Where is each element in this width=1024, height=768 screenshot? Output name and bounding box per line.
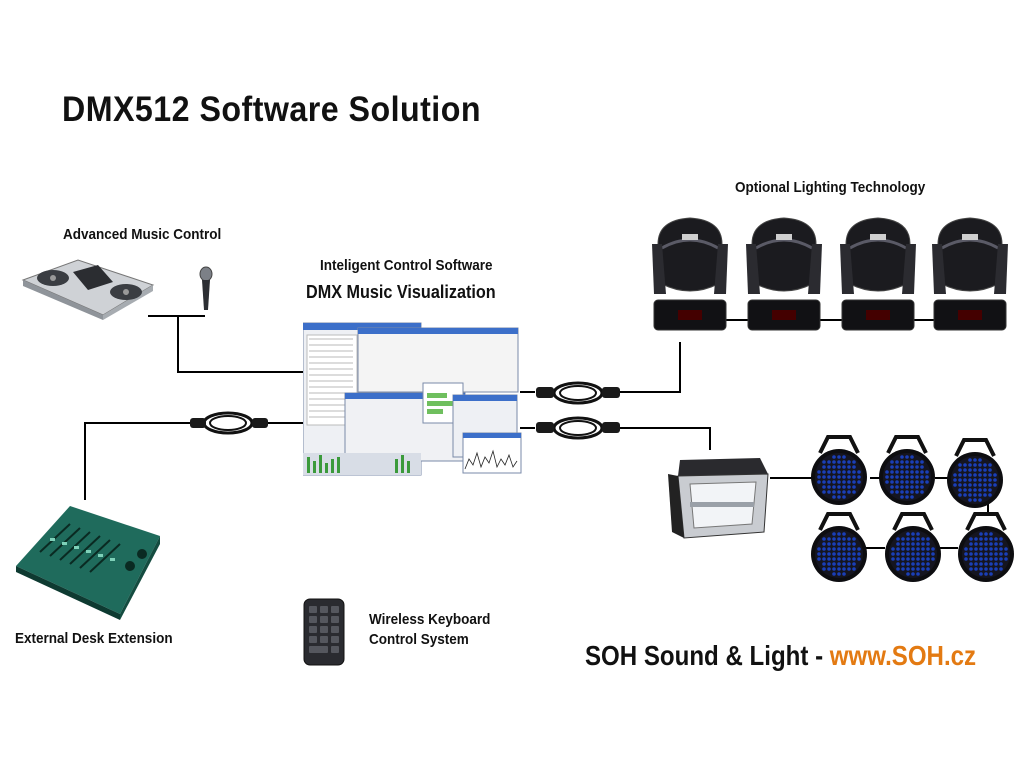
wire-desk-up [84,422,195,500]
dmx-cable-icon [190,411,268,435]
par-can-icon [879,435,935,505]
label-external-desk: External Desk Extension [15,630,173,647]
dmx-cable-icon [536,381,620,405]
label-wireless-line2: Control System [369,631,469,648]
label-wireless-line1: Wireless Keyboard [369,611,491,628]
par-can-icon [811,435,867,505]
label-optional-lighting: Optional Lighting Technology [735,179,926,196]
par-can-icon [885,512,941,582]
dmx-cable-icon [536,416,620,440]
par-can-icon [958,512,1014,582]
moving-head-icon [836,214,920,341]
footer-brand: SOH Sound & Light - www.SOH.cz [585,640,976,672]
wire-music-to-software [177,316,305,373]
microphone-icon [199,266,213,310]
cdj-mixer-icon [21,259,155,320]
wire-cable2-to-strobe [620,427,711,450]
par-can-icon [947,438,1003,508]
software-screenshot [303,322,522,476]
moving-head-icon [928,214,1012,341]
label-software-line1: Inteligent Control Software [320,257,493,274]
page-title: DMX512 Software Solution [62,90,481,129]
label-advanced-music: Advanced Music Control [63,226,222,243]
label-software-line2: DMX Music Visualization [306,282,496,302]
strobe-icon [668,458,769,539]
moving-head-icon [742,214,826,341]
lighting-desk-icon [16,506,160,620]
wire-cable1-to-moving [620,342,681,393]
footer-brand-text: SOH Sound & Light - [585,640,830,671]
wireless-keypad-icon [303,598,345,666]
par-can-icon [811,512,867,582]
moving-head-icon [648,214,732,341]
footer-url: www.SOH.cz [829,640,977,671]
